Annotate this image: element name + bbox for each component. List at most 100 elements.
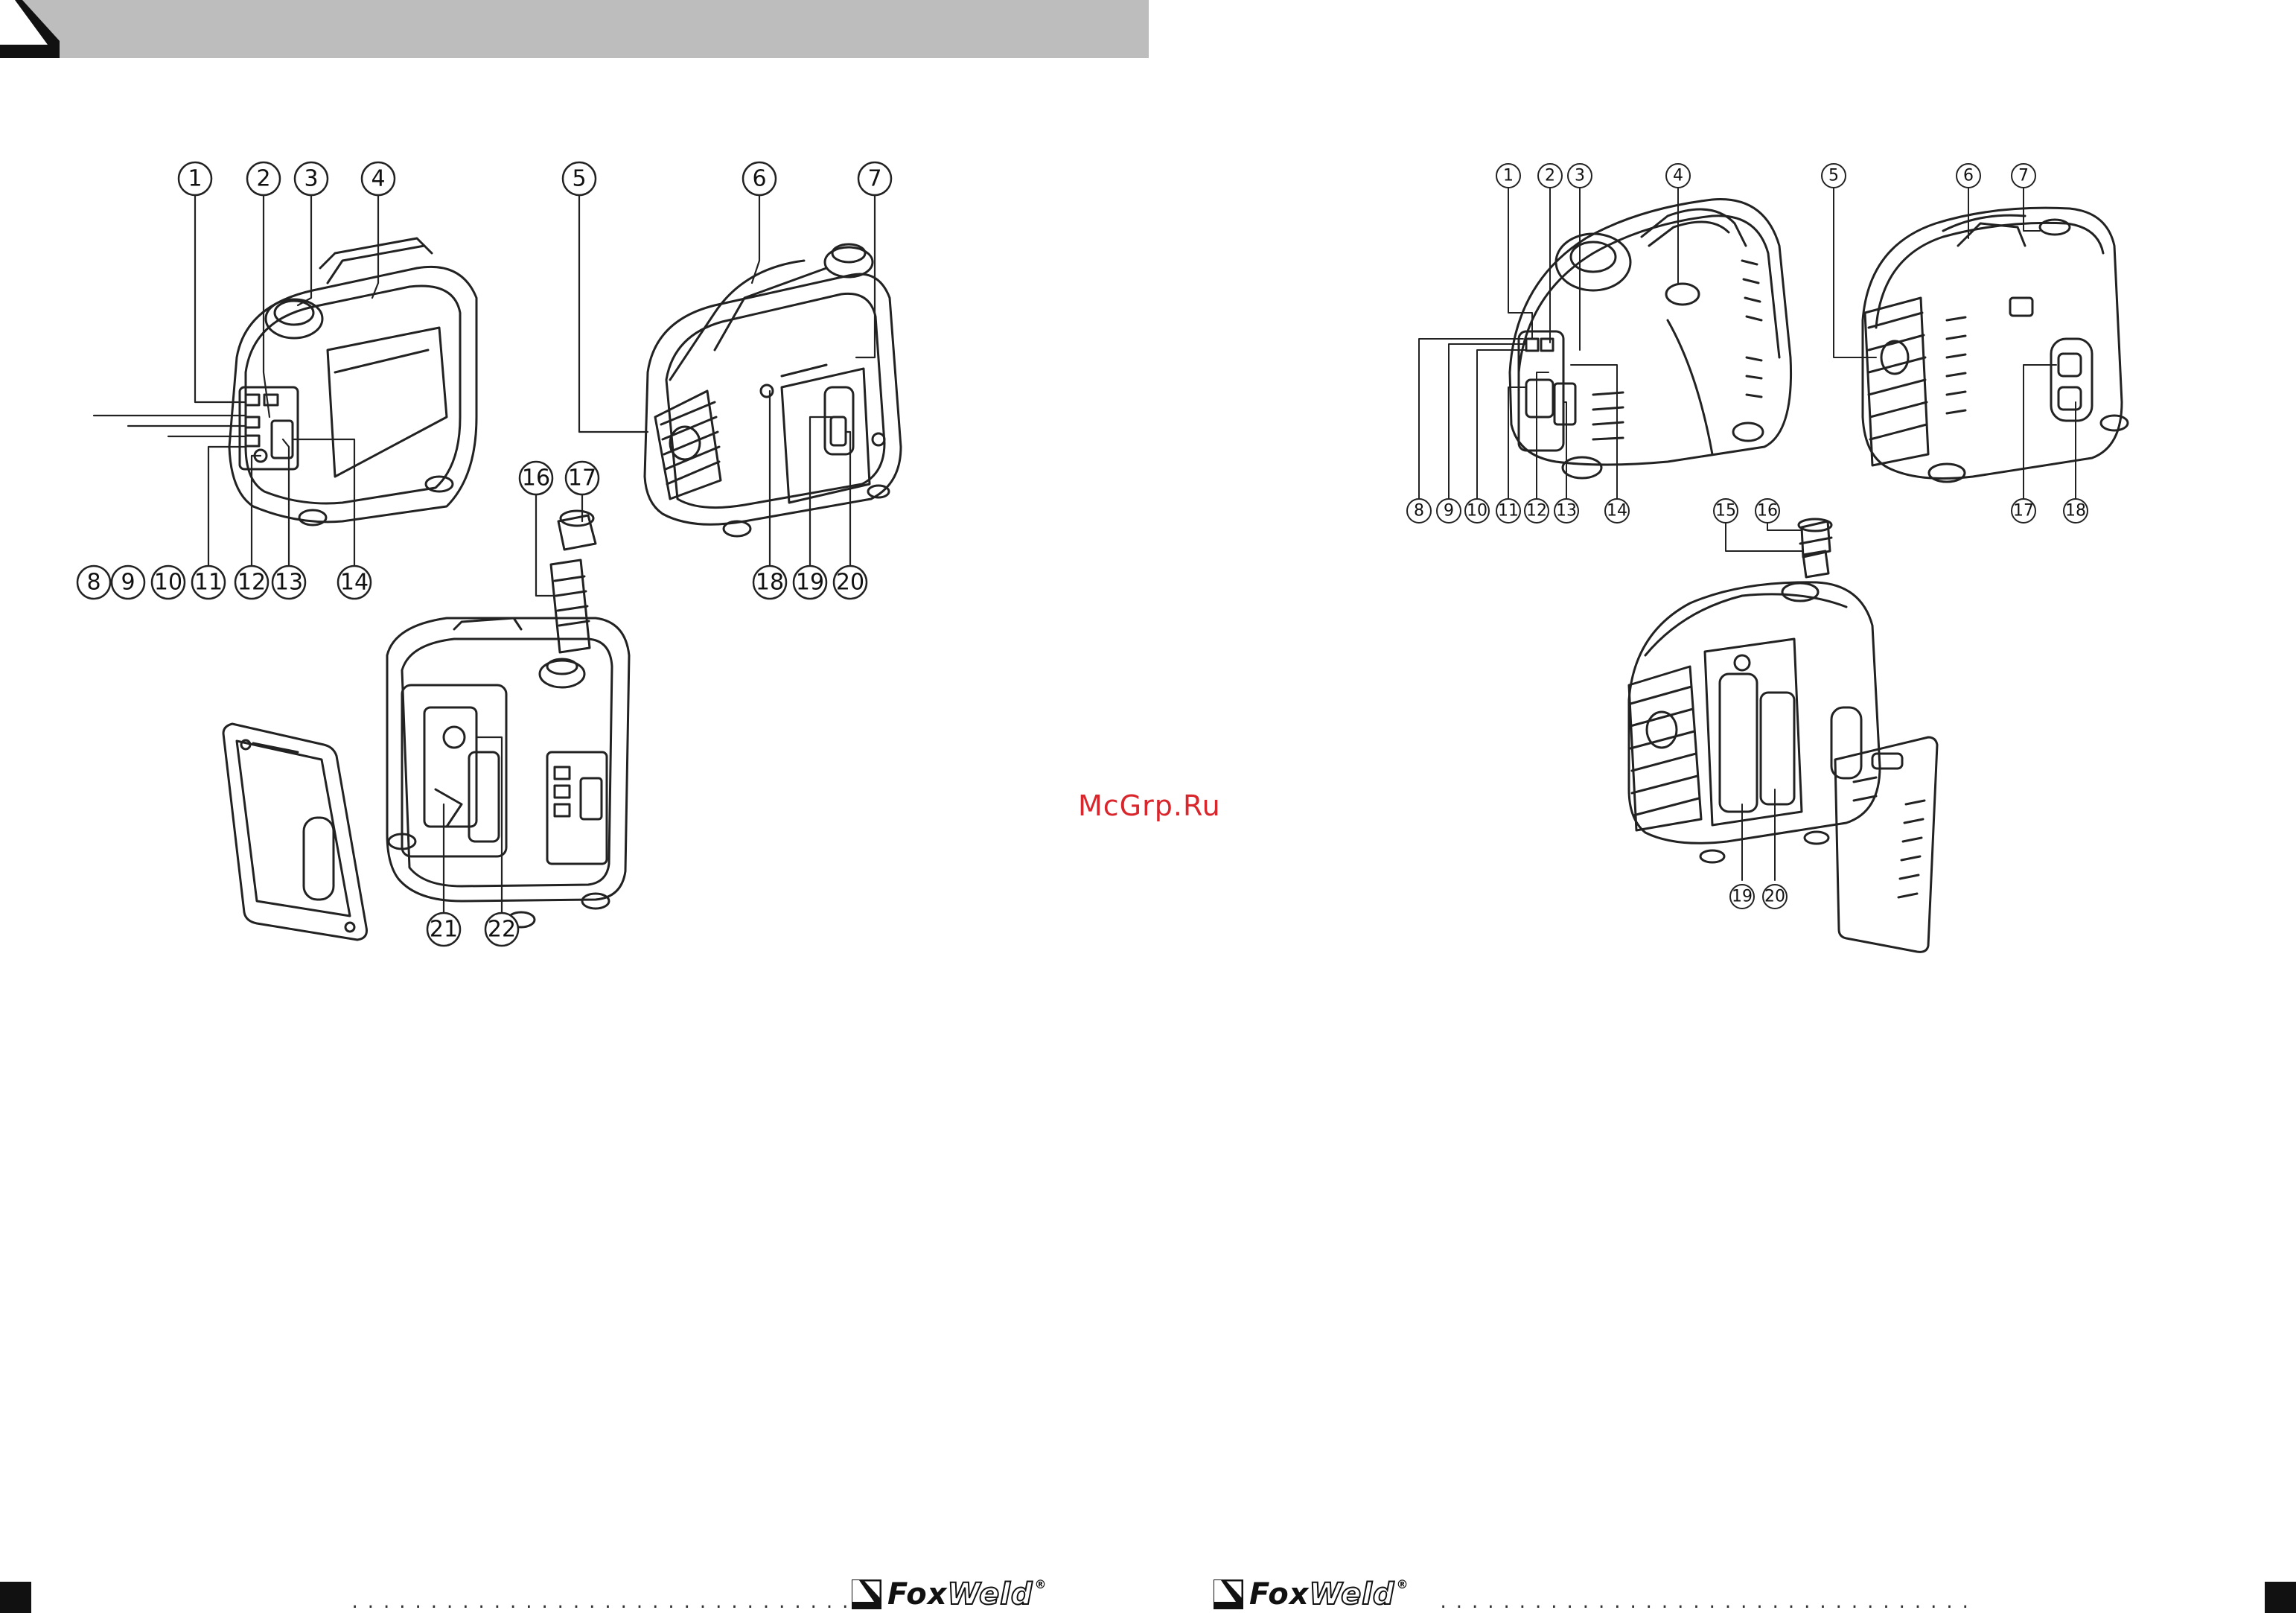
svg-text:8: 8 bbox=[86, 570, 101, 596]
left-leader-lines bbox=[94, 195, 875, 914]
brand-name: FoxWeld® bbox=[887, 1577, 1047, 1612]
left-generator-rear-illustration bbox=[645, 244, 901, 536]
svg-text:22: 22 bbox=[488, 917, 516, 943]
callout-r13: 13 bbox=[1554, 499, 1578, 523]
svg-text:4: 4 bbox=[371, 166, 385, 192]
right-callouts: 1 2 3 4 5 6 7 8 9 10 11 12 13 14 15 16 1… bbox=[1407, 164, 2088, 909]
callout-r18: 18 bbox=[2064, 499, 2088, 523]
svg-text:1: 1 bbox=[188, 166, 202, 192]
callout-13: 13 bbox=[272, 566, 305, 599]
svg-text:11: 11 bbox=[194, 570, 223, 596]
svg-text:10: 10 bbox=[1467, 502, 1487, 521]
page-marker-left bbox=[0, 1582, 31, 1613]
right-generator-front-illustration bbox=[1510, 200, 1791, 478]
svg-text:13: 13 bbox=[1556, 502, 1577, 521]
svg-text:13: 13 bbox=[275, 570, 303, 596]
callout-r4: 4 bbox=[1666, 164, 1690, 188]
svg-text:3: 3 bbox=[1575, 167, 1585, 185]
callout-r17: 17 bbox=[2012, 499, 2035, 523]
callout-21: 21 bbox=[427, 913, 460, 946]
callout-r19: 19 bbox=[1730, 885, 1754, 909]
footer-dots-right: .................................. bbox=[1438, 1594, 1976, 1612]
callout-7: 7 bbox=[858, 162, 891, 195]
svg-text:7: 7 bbox=[867, 166, 881, 192]
brand-logo-right: FoxWeld® bbox=[1214, 1577, 1409, 1612]
right-leader-lines bbox=[1419, 185, 2076, 880]
svg-text:6: 6 bbox=[1963, 167, 1974, 185]
left-generator-front-illustration bbox=[229, 238, 476, 525]
svg-text:9: 9 bbox=[1444, 502, 1454, 521]
callout-8: 8 bbox=[77, 566, 110, 599]
callout-r1: 1 bbox=[1496, 164, 1520, 188]
svg-text:14: 14 bbox=[1607, 502, 1627, 521]
callout-5: 5 bbox=[563, 162, 596, 195]
callout-16: 16 bbox=[520, 462, 552, 494]
brand-logo-left: FoxWeld® bbox=[852, 1577, 1047, 1612]
svg-text:17: 17 bbox=[568, 465, 596, 491]
svg-text:12: 12 bbox=[237, 570, 266, 596]
svg-text:2: 2 bbox=[256, 166, 270, 192]
svg-text:14: 14 bbox=[340, 570, 369, 596]
callout-6: 6 bbox=[743, 162, 776, 195]
callout-r11: 11 bbox=[1496, 499, 1520, 523]
svg-text:18: 18 bbox=[756, 570, 784, 596]
svg-text:4: 4 bbox=[1673, 167, 1683, 185]
svg-text:20: 20 bbox=[836, 570, 864, 596]
callout-r9: 9 bbox=[1437, 499, 1461, 523]
callout-r2: 2 bbox=[1538, 164, 1562, 188]
callout-17: 17 bbox=[566, 462, 599, 494]
svg-text:7: 7 bbox=[2018, 167, 2029, 185]
callout-20: 20 bbox=[834, 566, 867, 599]
svg-text:5: 5 bbox=[1828, 167, 1839, 185]
svg-text:21: 21 bbox=[430, 917, 458, 943]
svg-text:9: 9 bbox=[121, 570, 135, 596]
svg-text:10: 10 bbox=[154, 570, 182, 596]
svg-text:8: 8 bbox=[1414, 502, 1424, 521]
svg-text:12: 12 bbox=[1526, 502, 1547, 521]
svg-text:16: 16 bbox=[1757, 502, 1778, 521]
callout-r16: 16 bbox=[1756, 499, 1779, 523]
svg-text:6: 6 bbox=[752, 166, 766, 192]
callout-r3: 3 bbox=[1568, 164, 1592, 188]
brand-name: FoxWeld® bbox=[1249, 1577, 1409, 1612]
svg-text:19: 19 bbox=[796, 570, 824, 596]
callout-r14: 14 bbox=[1605, 499, 1629, 523]
callout-r8: 8 bbox=[1407, 499, 1431, 523]
callout-r12: 12 bbox=[1525, 499, 1549, 523]
right-generator-rear-illustration bbox=[1863, 208, 2128, 482]
callout-r15: 15 bbox=[1714, 499, 1738, 523]
svg-text:1: 1 bbox=[1503, 167, 1514, 185]
callout-14: 14 bbox=[338, 566, 371, 599]
svg-text:3: 3 bbox=[304, 166, 318, 192]
svg-text:5: 5 bbox=[572, 166, 586, 192]
svg-text:16: 16 bbox=[522, 465, 550, 491]
callout-1: 1 bbox=[179, 162, 211, 195]
svg-text:20: 20 bbox=[1764, 888, 1785, 906]
callout-r10: 10 bbox=[1465, 499, 1489, 523]
callout-18: 18 bbox=[753, 566, 786, 599]
brand-mark-icon bbox=[852, 1579, 881, 1609]
footer-dots-left: .................................. bbox=[350, 1594, 887, 1612]
page-marker-right bbox=[2265, 1582, 2296, 1613]
callout-19: 19 bbox=[794, 566, 826, 599]
svg-text:2: 2 bbox=[1545, 167, 1555, 185]
callout-11: 11 bbox=[192, 566, 225, 599]
callout-r5: 5 bbox=[1822, 164, 1846, 188]
svg-text:11: 11 bbox=[1498, 502, 1519, 521]
callout-r7: 7 bbox=[2012, 164, 2035, 188]
callout-10: 10 bbox=[152, 566, 185, 599]
callout-12: 12 bbox=[235, 566, 268, 599]
callout-3: 3 bbox=[295, 162, 328, 195]
svg-text:19: 19 bbox=[1732, 888, 1753, 906]
callout-r6: 6 bbox=[1957, 164, 1980, 188]
callout-2: 2 bbox=[247, 162, 280, 195]
callout-4: 4 bbox=[362, 162, 395, 195]
svg-text:17: 17 bbox=[2013, 502, 2034, 521]
watermark: McGrp.Ru bbox=[1078, 789, 1221, 822]
callout-22: 22 bbox=[485, 913, 518, 946]
callout-9: 9 bbox=[112, 566, 144, 599]
svg-text:18: 18 bbox=[2065, 502, 2086, 521]
svg-text:15: 15 bbox=[1715, 502, 1736, 521]
callout-r20: 20 bbox=[1763, 885, 1787, 909]
brand-mark-icon bbox=[1214, 1579, 1243, 1609]
